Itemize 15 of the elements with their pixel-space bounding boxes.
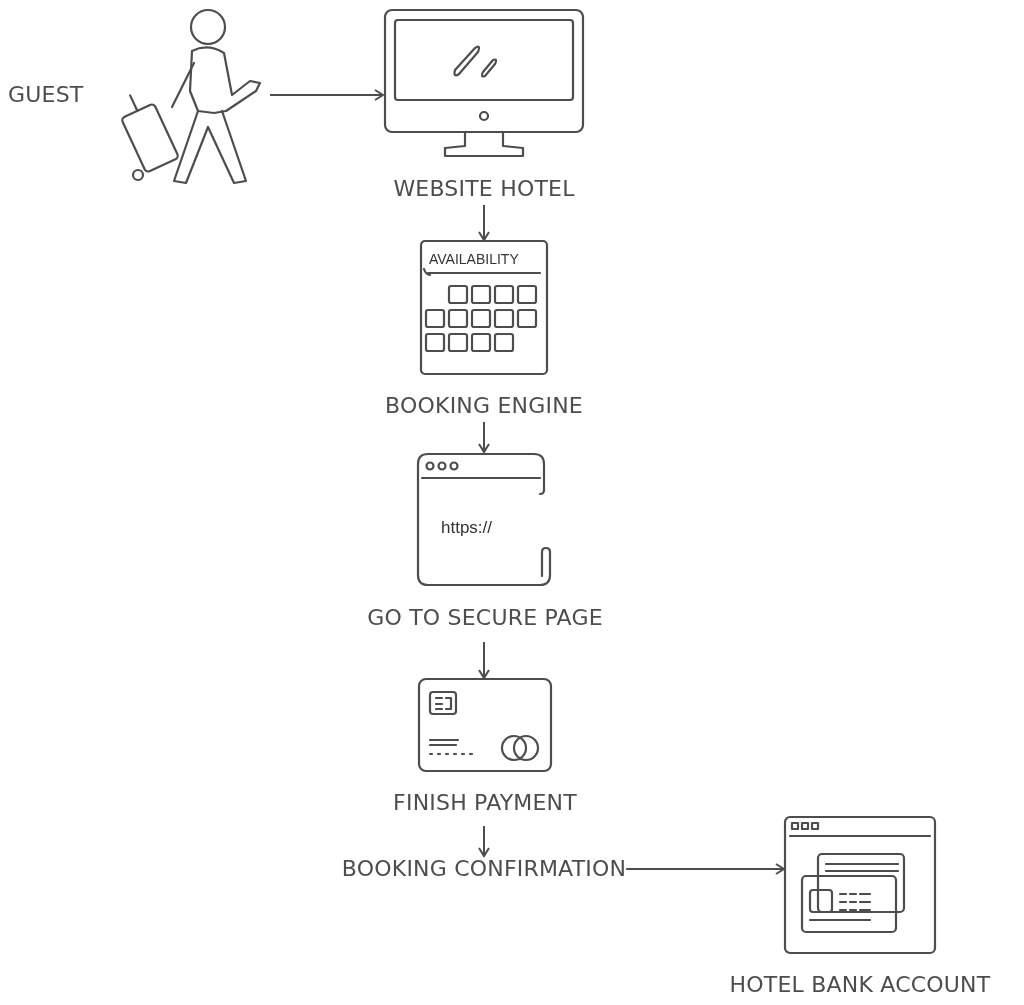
arrow xyxy=(478,825,490,857)
step-label: GO TO SECURE PAGE xyxy=(367,605,603,631)
url-text: https:// xyxy=(441,518,493,538)
step-label: HOTEL BANK ACCOUNT xyxy=(729,972,991,998)
calendar-header-text: AVAILABILITY xyxy=(429,251,519,267)
arrow xyxy=(478,204,490,241)
step-label: GUEST xyxy=(8,82,84,108)
step-label: WEBSITE HOTEL xyxy=(393,176,575,202)
arrow xyxy=(478,641,490,679)
step-label: BOOKING CONFIRMATION xyxy=(341,856,627,882)
arrow xyxy=(269,89,384,101)
arrow xyxy=(478,421,490,453)
arrow xyxy=(625,863,785,875)
step-label: FINISH PAYMENT xyxy=(393,790,577,816)
step-label: BOOKING ENGINE xyxy=(385,393,583,419)
